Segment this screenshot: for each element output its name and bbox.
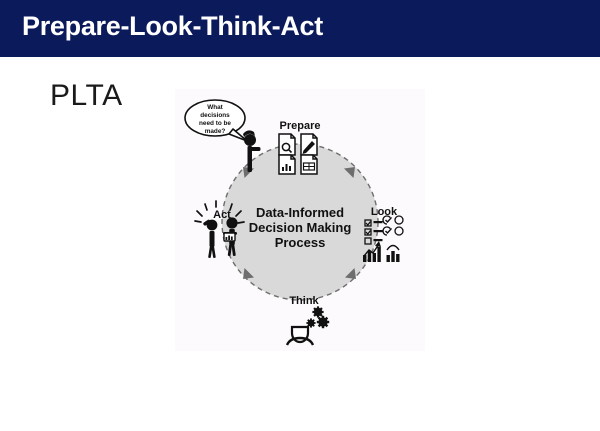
speech-bubble-tail: [228, 128, 248, 142]
stage-label-prepare: Prepare: [280, 120, 321, 132]
stage-label-look: Look: [371, 206, 398, 218]
stage-label-act: Act: [213, 209, 231, 221]
prepare-stage-group: Prepare: [278, 120, 321, 175]
cycle-circle: [222, 144, 378, 300]
speech-bubble-line-4: made?: [205, 128, 226, 135]
center-label-line-2: Decision Making: [249, 220, 352, 235]
arrowhead-bottom-left: [243, 268, 254, 279]
bar-chart-arc-icon: [386, 244, 400, 262]
check-circle-pairs-icon: [382, 215, 404, 236]
person-presenting-icon: [223, 217, 238, 257]
gears-icon: [306, 306, 330, 329]
slide-subtitle: PLTA: [50, 79, 123, 112]
stage-label-think: Think: [289, 295, 319, 307]
look-stage-group: Look: [363, 206, 404, 262]
person-celebrating-icon: [203, 219, 218, 258]
document-edit-icon: [300, 133, 318, 156]
think-stage-group: Think: [285, 295, 330, 346]
page-title: Prepare-Look-Think-Act: [22, 11, 323, 41]
celebration-sparks-icon: [194, 200, 245, 224]
slide-header-bar: Prepare-Look-Think-Act: [0, 0, 600, 57]
person-head-icon: [285, 325, 315, 346]
document-chart-icon: [278, 154, 296, 175]
diagram-image-frame: Data-Informed Decision Making Process Wh…: [175, 89, 425, 351]
act-stage-group: Act: [194, 200, 245, 258]
speech-bubble-line-3: need to be: [199, 120, 231, 127]
slide-body: PLTA Data-Informed: [0, 57, 600, 431]
document-search-icon: [278, 133, 296, 156]
decision-cycle-diagram: Data-Informed Decision Making Process Wh…: [184, 99, 404, 346]
checklist-icon: [364, 219, 383, 245]
center-label-line-3: Process: [275, 235, 326, 250]
arrowhead-bottom-right: [345, 268, 356, 279]
person-thinking-icon: [243, 130, 261, 172]
center-label-line-1: Data-Informed: [256, 205, 344, 220]
speech-bubble-group: What decisions need to be made?: [184, 99, 248, 142]
arrowhead-top-right: [344, 167, 355, 178]
bar-chart-trend-icon: [363, 241, 381, 262]
speech-bubble-line-1: What: [207, 104, 223, 111]
speech-bubble: [184, 99, 246, 137]
speech-bubble-line-2: decisions: [200, 112, 230, 119]
document-table-icon: [300, 154, 318, 175]
